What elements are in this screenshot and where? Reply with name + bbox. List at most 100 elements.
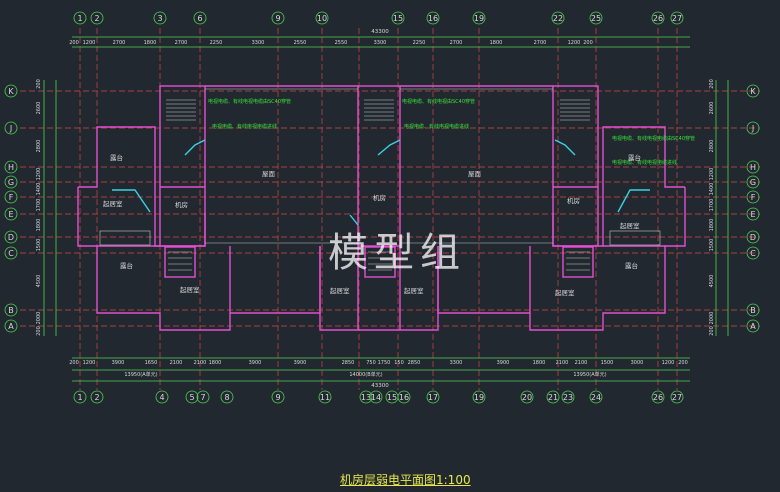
room-terrace-l: 露台	[110, 153, 123, 162]
top-axis-27-bubble	[670, 11, 684, 25]
horizontal-axis-lines	[20, 90, 760, 327]
bottom-axis-7-bubble	[196, 390, 210, 404]
top-total-dimension: 43300	[371, 29, 389, 35]
bottom-dim-15: 3900	[497, 360, 510, 366]
left-dim-9: 2000	[36, 312, 42, 325]
top-dim-14: 1200	[568, 40, 581, 46]
right-axis-C-bubble	[746, 246, 760, 260]
bottom-axis-8-bubble	[220, 390, 234, 404]
svg-text:电视电缆、有线电视电缆由SC40穿管: 电视电缆、有线电视电缆由SC40穿管	[208, 98, 291, 105]
bottom-dim-11: 1750	[378, 360, 391, 366]
bottom-axis-16-bubble	[397, 390, 411, 404]
right-axis-A-bubble	[746, 319, 760, 333]
left-axis-B-bubble	[4, 303, 18, 317]
top-axis-1-label: 1	[77, 14, 82, 23]
right-axis-B-label: B	[750, 306, 756, 315]
top-axis-3-label: 3	[157, 14, 162, 23]
left-dim-5: 1700	[36, 199, 42, 212]
top-dim-2: 2700	[113, 40, 126, 46]
top-dim-15: 200	[583, 40, 593, 46]
svg-text:电视电缆、有线电视电缆进线: 电视电缆、有线电视电缆进线	[212, 123, 277, 130]
right-dim-3: 1200	[709, 168, 715, 181]
room-roof-1: 屋面	[262, 170, 276, 178]
right-axis-A-label: A	[750, 322, 756, 331]
bottom-dim-14: 3300	[450, 360, 463, 366]
left-axis-B-label: B	[8, 306, 14, 315]
top-dim-11: 2700	[450, 40, 463, 46]
left-axis-G-label: G	[8, 178, 14, 187]
top-dim-9: 3300	[374, 40, 387, 46]
left-dim-8: 4500	[36, 275, 42, 288]
left-dim-3: 1200	[36, 168, 42, 181]
room-living-l2: 起居室	[180, 285, 200, 294]
bottom-dim-2: 3900	[112, 360, 125, 366]
left-dim-4: 1400	[36, 183, 42, 196]
bottom-dim-3: 1650	[145, 360, 158, 366]
right-axis-K-label: K	[750, 87, 756, 96]
bottom-sub-dim-2: 13950(A单元)	[573, 371, 606, 378]
room-living-r: 起居室	[620, 221, 640, 230]
bottom-dim-9: 2850	[342, 360, 355, 366]
bottom-dim-1: 1200	[83, 360, 96, 366]
bottom-axis-17-label: 17	[428, 393, 438, 402]
svg-text:电视电缆、有线电视电缆由SC40穿管: 电视电缆、有线电视电缆由SC40穿管	[612, 135, 695, 142]
bottom-dim-12: 150	[394, 360, 404, 366]
right-dim-4: 1400	[709, 183, 715, 196]
bottom-axis-13-label: 13	[361, 393, 371, 402]
bottom-axis-13-bubble	[359, 390, 373, 404]
top-dim-6: 3300	[252, 40, 265, 46]
top-dim-4: 2700	[175, 40, 188, 46]
right-dim-1: 2600	[709, 102, 715, 115]
bottom-dim-13: 2850	[408, 360, 421, 366]
bottom-axis-21-bubble	[546, 390, 560, 404]
bottom-axis-11-label: 11	[320, 393, 330, 402]
right-axis-G-label: G	[750, 178, 756, 187]
top-axis-9-label: 9	[275, 14, 280, 23]
top-axis-25-label: 25	[591, 14, 601, 23]
building-walls	[77, 85, 686, 331]
left-axis-J-bubble	[4, 121, 18, 135]
top-axis-2-label: 2	[94, 14, 99, 23]
bottom-axis-20-label: 20	[522, 393, 532, 402]
top-axis-26-label: 26	[653, 14, 663, 23]
dimension-lines	[43, 36, 729, 382]
right-axis-H-bubble	[746, 160, 760, 174]
left-axis-G-bubble	[4, 175, 18, 189]
left-axis-A-bubble	[4, 319, 18, 333]
left-axis-H-label: H	[8, 163, 14, 172]
left-axis-C-bubble	[4, 246, 18, 260]
bottom-axis-27-bubble	[670, 390, 684, 404]
top-axis-25-bubble	[589, 11, 603, 25]
bottom-dim-0: 200	[69, 360, 79, 366]
right-dim-7: 1500	[709, 239, 715, 252]
bottom-axis-4-label: 4	[159, 393, 164, 402]
top-dim-5: 2250	[210, 40, 223, 46]
bottom-axis-19-bubble	[472, 390, 486, 404]
left-dim-6: 1800	[36, 219, 42, 232]
top-axis-6-label: 6	[197, 14, 202, 23]
top-axis-27-label: 27	[672, 14, 682, 23]
top-axis-16-label: 16	[428, 14, 438, 23]
bottom-axis-19-label: 19	[474, 393, 484, 402]
bottom-axis-5-bubble	[185, 390, 199, 404]
bottom-dim-18: 2100	[575, 360, 588, 366]
room-living-r2: 起居室	[555, 288, 575, 297]
bottom-dim-17: 2100	[556, 360, 569, 366]
bottom-axis-15-label: 15	[387, 393, 397, 402]
top-axis-15-label: 15	[393, 14, 403, 23]
right-dim-5: 1700	[709, 199, 715, 212]
bottom-axis-2-bubble	[90, 390, 104, 404]
left-axis-D-bubble	[4, 230, 18, 244]
left-dim-10: 200	[36, 326, 42, 336]
left-axis-K-bubble	[4, 84, 18, 98]
bottom-axis-26-bubble	[651, 390, 665, 404]
bottom-axis-26-label: 26	[653, 393, 663, 402]
left-dim-2: 2800	[36, 140, 42, 153]
bottom-axis-1-label: 1	[77, 393, 82, 402]
right-axis-E-bubble	[746, 207, 760, 221]
left-axis-D-label: D	[8, 233, 14, 242]
svg-text:电视电缆、有线电视电缆进线: 电视电缆、有线电视电缆进线	[612, 159, 677, 166]
right-dim-6: 1800	[709, 219, 715, 232]
bottom-dim-6: 1800	[209, 360, 222, 366]
